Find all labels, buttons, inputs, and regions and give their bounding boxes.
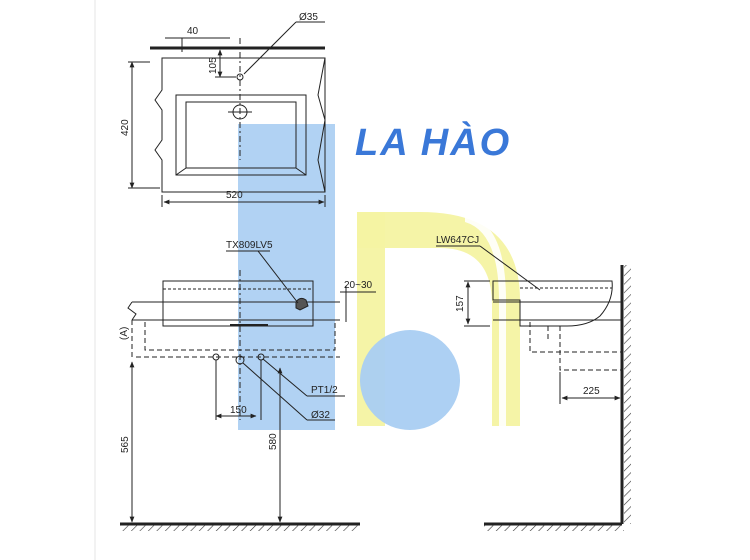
basin-model-label: LW647CJ	[436, 235, 479, 246]
front-view	[120, 250, 376, 531]
watermark-blue-circle	[360, 330, 460, 430]
dim-tap-offset: 40	[187, 26, 199, 37]
top-view-bowl-bevel	[295, 167, 307, 176]
side-view-floor-hatch	[484, 525, 624, 531]
dim-hole-diameter: Ø35	[299, 12, 318, 23]
leader-line	[257, 250, 299, 304]
top-view-basin-break-right	[317, 57, 326, 193]
dim-mount-height: 565	[120, 436, 131, 453]
top-view-bowl-inner	[185, 101, 297, 169]
drain-hole-icon	[235, 355, 245, 365]
leader-line	[242, 362, 308, 421]
faucet-model-label: TX809LV5	[226, 240, 273, 251]
drain-diameter-label: Ø32	[311, 410, 330, 421]
dim-drain-offset: 150	[230, 405, 247, 416]
dim-tap-depth: 105	[208, 57, 219, 74]
dim-drain-height: 580	[268, 433, 279, 450]
dim-depth: 420	[120, 119, 131, 136]
top-view-basin-outline	[154, 57, 326, 193]
top-view-bowl-bevel	[175, 167, 187, 176]
ref-a-label: (A)	[119, 327, 130, 340]
leader-line	[243, 21, 297, 75]
pipe-thread-label: PT1/2	[311, 385, 338, 396]
dim-basin-height: 157	[455, 295, 466, 312]
side-view-basin	[492, 280, 613, 327]
side-view-trap	[547, 326, 622, 371]
leader-line	[479, 245, 541, 291]
watermark-brand: LA HÀO	[355, 120, 511, 164]
dim-counter-thickness: 20~30	[344, 280, 373, 291]
side-view-wall-hatch	[624, 265, 631, 524]
dim-wall-distance: 225	[583, 386, 600, 397]
side-view-cabinet	[529, 322, 622, 353]
top-view-bowl-outer	[175, 94, 307, 176]
front-view-floor-hatch	[120, 525, 360, 531]
watermark-yellow-stripe	[465, 214, 506, 426]
side-view	[436, 245, 631, 531]
dim-width: 520	[226, 190, 243, 201]
leader-line	[262, 358, 308, 397]
top-view	[128, 21, 326, 207]
